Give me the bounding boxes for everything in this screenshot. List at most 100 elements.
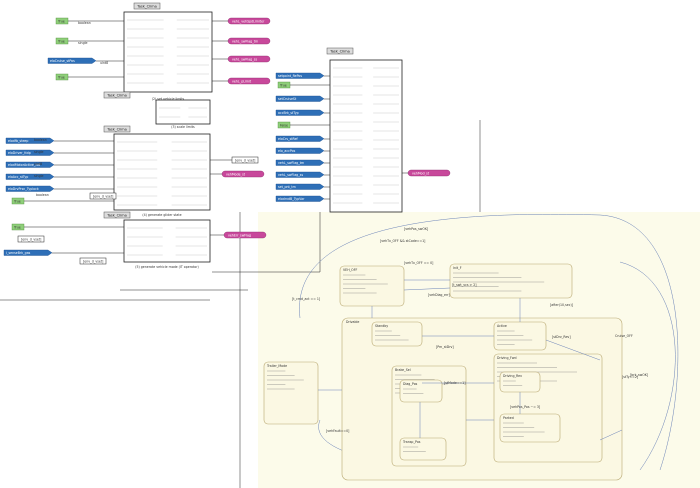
constant-label: True [13, 199, 21, 203]
goto-tag-block[interactable] [103, 211, 131, 219]
subsystem-caption: (5) generate vehicle mode (IT operator) [135, 265, 199, 269]
transition-label: [stMode==1] [444, 381, 465, 385]
goto-tag-block[interactable] [103, 91, 131, 99]
outport-label: vehL_swFlag_tm [232, 39, 258, 43]
inport-label: eloCruise_stPos [50, 59, 75, 63]
state-label: Standby [375, 324, 388, 328]
constant-label: True [57, 75, 65, 79]
transition-label: [vehDiag_err] [428, 293, 450, 297]
subsystem-caption: (2) set vehicle limits [152, 97, 185, 101]
state-box[interactable] [263, 361, 319, 425]
mode-box[interactable] [79, 257, 107, 265]
goto-tag-block[interactable] [133, 2, 161, 10]
inport-label: i_senseBrk_gas [6, 251, 31, 255]
signal-label: uint8 [34, 162, 42, 166]
inport-block[interactable] [275, 109, 325, 116]
state-label: Driving_Rev [503, 374, 522, 378]
inport-label: eloAcc_stTyp [8, 175, 28, 179]
inport-block[interactable] [275, 147, 325, 154]
inport-label: eloCrs_stRef [278, 137, 299, 141]
subsystem-vehicle-state-arbiter[interactable] [329, 59, 403, 213]
constant-label: True [279, 83, 287, 87]
transition-label: [t_swt_vcs > 2] [452, 283, 476, 287]
signal-label: boolean [34, 138, 47, 142]
goto-tag-block[interactable] [326, 47, 354, 55]
inport-block[interactable] [275, 72, 325, 79]
inport-label: eloDrvPrsn_Typlock [8, 187, 39, 191]
state-label: Brake_Sel [395, 368, 411, 372]
transition-path [545, 339, 601, 361]
transition-path [619, 261, 676, 471]
inport-block[interactable] [5, 161, 55, 168]
state-box[interactable] [339, 265, 405, 307]
inport-block[interactable] [275, 159, 325, 166]
signal-label: single [34, 150, 43, 154]
constant-label: True [57, 39, 65, 43]
transition-path [599, 429, 623, 441]
state-label: Driving_Fwd [497, 356, 517, 360]
signal-label: single [34, 174, 43, 178]
state-box[interactable] [399, 437, 447, 461]
mode-box-label: [env_d_vset] [93, 194, 113, 198]
transition-label: [vehPos_Pos ~= 3] [510, 405, 540, 409]
subsystem-caption: (3) scale limits [171, 125, 195, 129]
outport-label: vehMode_st [226, 172, 246, 176]
state-label: Cruise_OFF [615, 334, 633, 338]
goto-tag-block[interactable] [103, 125, 131, 133]
mode-box[interactable] [17, 235, 45, 243]
subsystem-scale-limits[interactable] [155, 99, 211, 125]
transition-label: [stDrv_Rev] [552, 335, 571, 339]
inport-block[interactable] [275, 95, 325, 102]
state-box[interactable] [449, 263, 573, 299]
goto-tag-label: Task_Clima [106, 93, 127, 97]
state-label: Trailer_Mode [266, 364, 287, 368]
outport-label: vehL_swFlag_ss [232, 57, 257, 61]
inport-label: vehL_swFlag_tm [278, 161, 304, 165]
mode-box-label: [env_d_vset] [83, 259, 103, 263]
mode-box-label: [env_d_vset] [21, 237, 41, 241]
state-label: Init_F [453, 266, 462, 270]
subsystem-generate-vehicle-mode[interactable] [123, 219, 211, 263]
inport-block[interactable] [275, 135, 325, 142]
transition-label: [vehPos_swOK] [404, 227, 428, 231]
subsystem-set-vehicle-limits[interactable] [123, 11, 213, 93]
signal-label: uint8 [100, 61, 108, 65]
subsystem-generate-glider-state[interactable] [113, 133, 211, 211]
state-label: Diag_Pos [403, 382, 418, 386]
simulink-layer: Task_Clima(2) set vehicle limitsTrueTrue… [3, 2, 451, 269]
inport-block[interactable] [47, 57, 97, 64]
inport-block[interactable] [5, 173, 55, 180]
transition-label: [vehTx_OFF && stCode==1] [380, 239, 425, 243]
inport-block[interactable] [3, 249, 53, 256]
outport-label: vehErr_swFlag [228, 233, 251, 237]
inport-block[interactable] [5, 137, 55, 144]
transition-label: [after(10,sec)] [550, 303, 573, 307]
inport-label: eloDriver_ttdp [8, 151, 31, 155]
inport-label: elodfb_steep [8, 139, 28, 143]
transition-label: [vehFault==0] [326, 429, 349, 433]
outport-label: vehMod_st [412, 171, 430, 175]
inport-label: set_pnt_tm [278, 185, 296, 189]
mode-box[interactable] [89, 192, 117, 200]
inport-block[interactable] [275, 183, 325, 190]
transition-label: [brk_swOK] [630, 373, 648, 377]
transition-label: [Pm_stDrv] [436, 345, 454, 349]
signal-label: boolean [78, 21, 91, 25]
inport-block[interactable] [275, 171, 325, 178]
inport-block[interactable] [5, 149, 55, 156]
goto-tag-label: Task_Clima [106, 213, 127, 217]
inport-label: accBrk_stTyp [278, 111, 299, 115]
outport-label: vehL_pLimit [232, 79, 252, 83]
transition-label: [vehTx_OFF == 0] [404, 261, 433, 265]
transition-label: [t_cmd_act == 1] [292, 297, 320, 301]
inport-label: setCruiseSt [278, 97, 297, 101]
state-box[interactable] [399, 379, 443, 403]
state-box[interactable] [499, 413, 561, 443]
state-label: Active [497, 324, 507, 328]
mode-box-label: [env_d_vset] [235, 158, 255, 162]
inport-block[interactable] [5, 185, 55, 192]
state-label: Transp_Pos [402, 440, 421, 444]
inport-block[interactable] [275, 195, 325, 202]
